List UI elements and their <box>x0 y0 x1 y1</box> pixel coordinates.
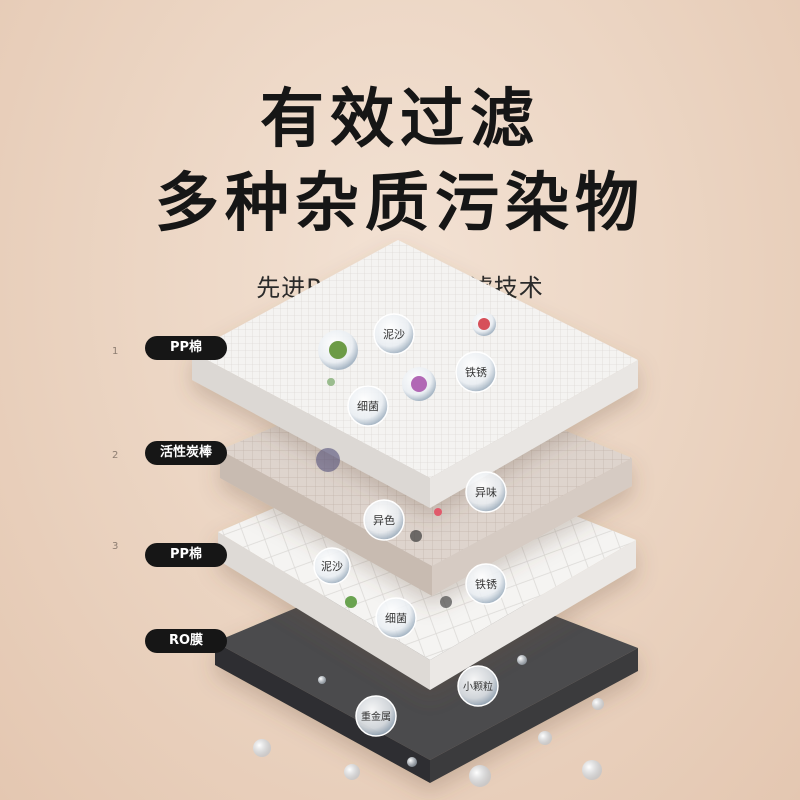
particle-green-icon <box>345 596 357 608</box>
particle-small-green-icon <box>327 378 335 386</box>
pp3-right-face <box>430 540 636 690</box>
droplet-icon <box>517 655 527 665</box>
ro-left-face <box>215 642 430 783</box>
contaminant-particles <box>316 312 496 608</box>
bubble-circle <box>465 471 507 513</box>
bubble-bacteria: 细菌 <box>347 385 389 427</box>
carbon-left-face <box>220 450 432 596</box>
bubble-label: 铁锈 <box>475 578 497 591</box>
ro-right-face <box>430 648 638 783</box>
bubble-label: 异味 <box>475 486 497 499</box>
particle-pink-icon <box>434 508 442 516</box>
bubble-label: 细菌 <box>357 400 379 413</box>
layer-tag-pp-cotton-3: PP棉 <box>145 543 227 567</box>
bubble-label: 异色 <box>373 513 395 527</box>
bubble-rust: 铁锈 <box>455 351 497 393</box>
bubble-discoloration: 异色 <box>363 499 405 541</box>
bubble-label: 小颗粒 <box>463 680 493 693</box>
droplet-icon <box>592 698 604 710</box>
bubble-circle <box>455 351 497 393</box>
particle-dark-icon <box>316 448 340 472</box>
bubble-label: 泥沙 <box>383 328 405 341</box>
layer-index-3: 3 <box>112 541 119 552</box>
layer-index-2: 2 <box>112 450 119 461</box>
droplet-icon <box>318 676 326 684</box>
bubble-mud-sand-2: 泥沙 <box>313 547 351 585</box>
pp1-left-face <box>192 352 430 508</box>
bubble-small-particles: 小颗粒 <box>457 665 499 707</box>
carbon-right-face <box>432 458 632 596</box>
pp3-left-face <box>218 532 430 690</box>
bubble-label: 重金属 <box>361 710 391 723</box>
bacteria-green-core-icon <box>329 341 347 359</box>
layer-tag-pp-cotton-1: PP棉 <box>145 336 227 360</box>
bubble-circle <box>347 385 389 427</box>
pp1-texture <box>192 240 638 478</box>
droplet-icon <box>469 765 491 787</box>
droplet-icon <box>538 731 552 745</box>
headline-line-1: 有效过滤 <box>260 83 540 157</box>
bubble-mud-sand: 泥沙 <box>373 313 415 355</box>
droplet-icon <box>253 739 271 757</box>
droplet-icon <box>344 764 360 780</box>
bubble-circle <box>375 597 417 639</box>
bacteria-red-core-icon <box>478 318 490 330</box>
bubble-rust-2: 铁锈 <box>465 563 507 605</box>
bubble-circle <box>373 313 415 355</box>
water-droplets <box>253 655 604 787</box>
bubble-heavy-metals: 重金属 <box>355 695 397 737</box>
layer-index-1: 1 <box>112 346 119 357</box>
droplet-icon <box>582 760 602 780</box>
bubble-circle <box>465 563 507 605</box>
pp1-right-face <box>430 360 638 508</box>
bubble-odor: 异味 <box>465 471 507 513</box>
bubble-circle <box>313 547 351 585</box>
particle-grey-icon <box>410 530 422 542</box>
bubble-circle <box>363 499 405 541</box>
droplet-icon <box>407 757 417 767</box>
particle-black-icon <box>440 596 452 608</box>
bubble-label: 泥沙 <box>321 560 343 573</box>
bubble-circle <box>457 665 499 707</box>
layer-tag-activated-carbon: 活性炭棒 <box>145 441 227 465</box>
bubble-label: 细菌 <box>385 612 407 625</box>
layer-pp-cotton-1 <box>192 240 638 508</box>
contaminant-bubbles: 泥沙 铁锈 细菌 异味 异色 泥沙 铁锈 细菌 <box>313 313 507 737</box>
bubble-label: 铁锈 <box>465 366 487 379</box>
bacteria-purple-core-icon <box>411 376 427 392</box>
headline-line-2: 多种杂质污染物 <box>155 167 645 241</box>
bubble-bacteria-2: 细菌 <box>375 597 417 639</box>
layer-tag-ro-membrane: RO膜 <box>145 629 227 653</box>
bubble-circle <box>355 695 397 737</box>
